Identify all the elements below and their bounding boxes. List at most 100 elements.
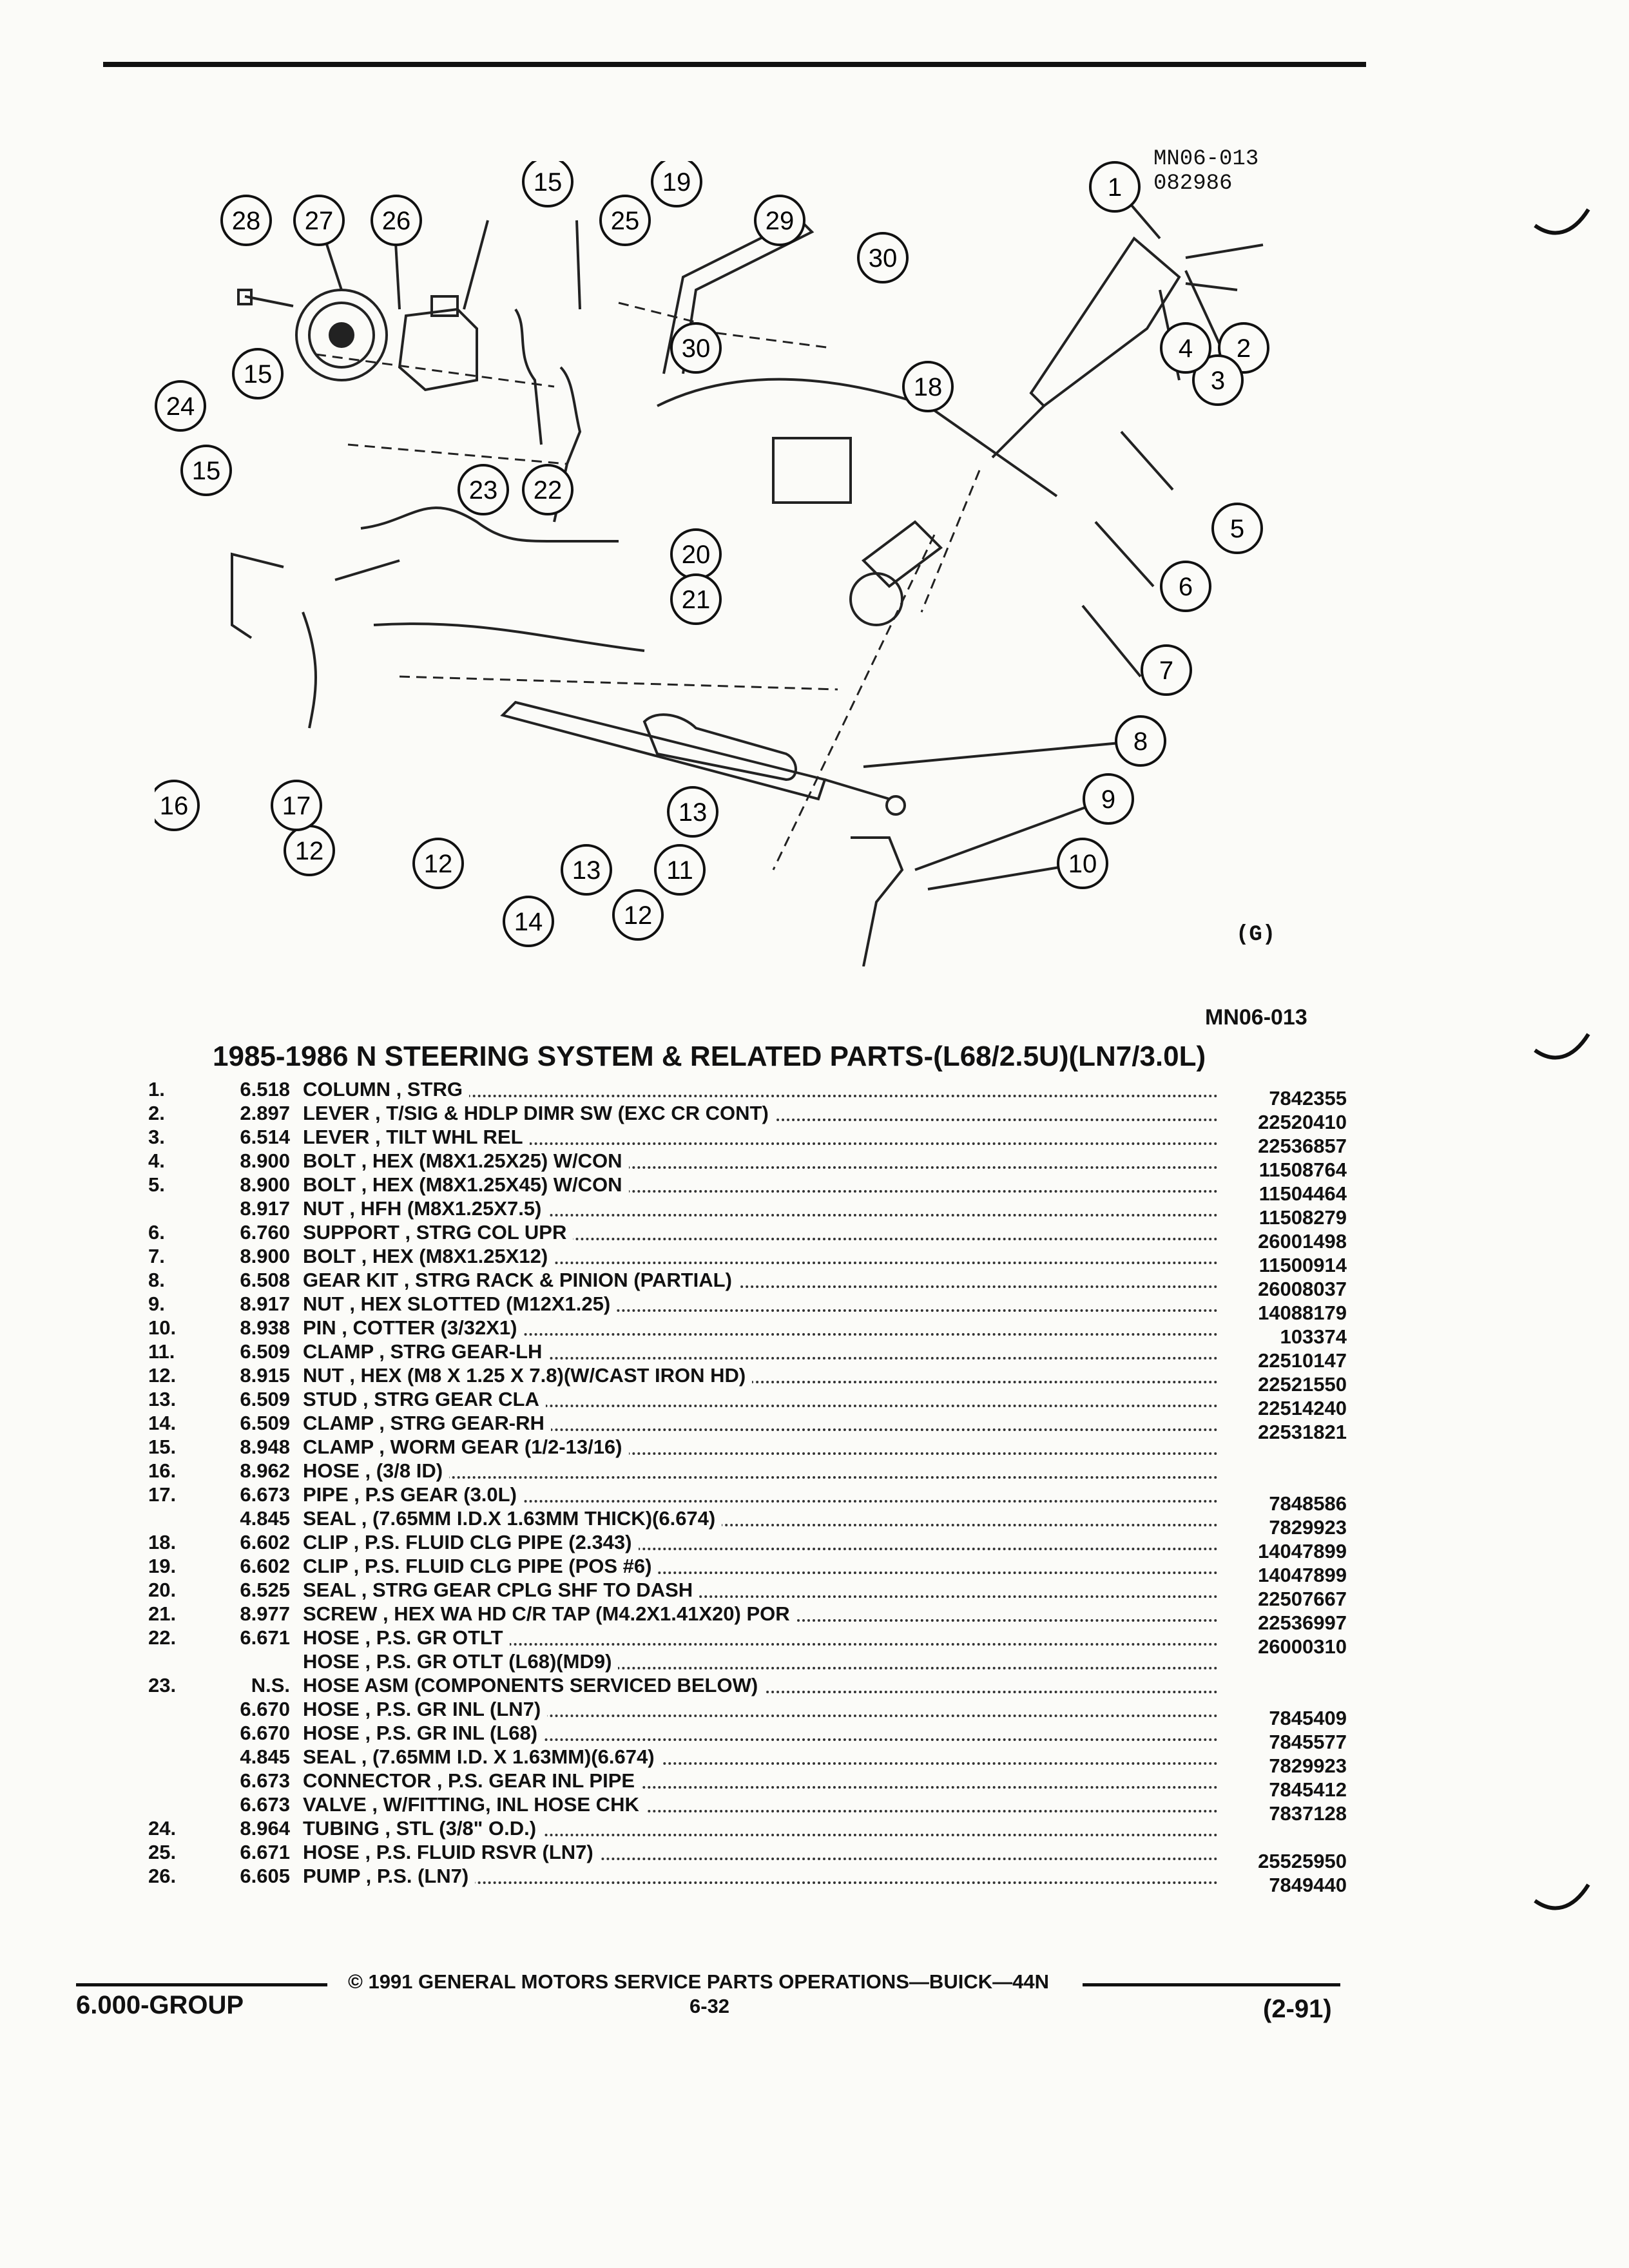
part-description-text: CLIP , P.S. FLUID CLG PIPE (2.343) bbox=[303, 1531, 639, 1553]
callout-label: 7 bbox=[1159, 657, 1173, 685]
group-number: 6.605 bbox=[240, 1865, 290, 1887]
dot-leader bbox=[303, 1643, 1218, 1646]
part-description: SUPPORT , STRG COL UPR bbox=[303, 1220, 574, 1244]
part-index: 22. bbox=[148, 1626, 177, 1649]
callout-11: 11 bbox=[654, 844, 706, 896]
part-description: NUT , HEX (M8 X 1.25 X 7.8)(W/CAST IRON … bbox=[303, 1363, 753, 1387]
group-number: 8.900 bbox=[240, 1245, 290, 1267]
callout-label: 25 bbox=[611, 207, 640, 235]
footer-rule-right bbox=[1083, 1983, 1340, 1986]
callout-label: 29 bbox=[766, 207, 795, 235]
callout-label: 22 bbox=[534, 476, 563, 505]
callout-27: 27 bbox=[293, 195, 345, 246]
part-description-text: SEAL , (7.65MM I.D.X 1.63MM THICK)(6.674… bbox=[303, 1507, 722, 1530]
part-description: SEAL , STRG GEAR CPLG SHF TO DASH bbox=[303, 1578, 700, 1602]
part-description-text: VALVE , W/FITTING, INL HOSE CHK bbox=[303, 1793, 646, 1816]
group-number: 8.962 bbox=[240, 1459, 290, 1482]
part-index: 10. bbox=[148, 1316, 177, 1339]
callout-8: 8 bbox=[1115, 715, 1166, 767]
callout-label: 15 bbox=[192, 457, 221, 485]
part-number: 7848586 bbox=[1269, 1492, 1347, 1515]
callout-5: 5 bbox=[1211, 503, 1263, 554]
callout-label: 1 bbox=[1108, 173, 1122, 202]
callout-label: 13 bbox=[679, 798, 708, 827]
dot-leader bbox=[303, 1405, 1218, 1407]
dot-leader bbox=[303, 1858, 1218, 1860]
callout-label: 6 bbox=[1179, 573, 1193, 601]
callout-label: 23 bbox=[469, 476, 498, 505]
parts-row: 4.845 SEAL , (7.65MM I.D.X 1.63MM THICK)(… bbox=[148, 1506, 1360, 1539]
callout-1: 1 bbox=[1089, 161, 1141, 213]
part-number: 22520410 bbox=[1258, 1111, 1347, 1133]
top-rule bbox=[103, 62, 1366, 67]
part-description-text: PIPE , P.S GEAR (3.0L) bbox=[303, 1483, 523, 1506]
group-number: 8.917 bbox=[240, 1293, 290, 1315]
part-index: 17. bbox=[148, 1483, 177, 1506]
part-description-text: SEAL , STRG GEAR CPLG SHF TO DASH bbox=[303, 1579, 700, 1601]
part-index: 3. bbox=[148, 1126, 165, 1148]
part-number: 11504464 bbox=[1258, 1182, 1347, 1205]
part-index: 6. bbox=[148, 1221, 165, 1244]
part-description-text: COLUMN , STRG bbox=[303, 1078, 469, 1100]
part-description: STUD , STRG GEAR CLA bbox=[303, 1387, 546, 1411]
part-number: 22536857 bbox=[1258, 1135, 1347, 1157]
part-index: 24. bbox=[148, 1817, 177, 1840]
footer-group: 6.000-GROUP bbox=[76, 1991, 244, 2019]
part-index: 21. bbox=[148, 1602, 177, 1625]
callout-6: 6 bbox=[1160, 561, 1211, 612]
callout-24: 24 bbox=[155, 380, 206, 432]
callout-12: 12 bbox=[612, 889, 664, 941]
part-number: 22531821 bbox=[1258, 1421, 1347, 1443]
group-number: 8.964 bbox=[240, 1817, 290, 1840]
group-number: 2.897 bbox=[240, 1102, 290, 1124]
diagram-code-line1: MN06-013 bbox=[1153, 147, 1259, 171]
callout-21: 21 bbox=[670, 573, 722, 625]
callout-label: 21 bbox=[682, 586, 711, 614]
part-description-text: LEVER , T/SIG & HDLP DIMR SW (EXC CR CON… bbox=[303, 1102, 775, 1124]
page-number: 6-32 bbox=[689, 1995, 730, 2017]
dot-leader bbox=[303, 1548, 1218, 1550]
part-description-text: SEAL , (7.65MM I.D. X 1.63MM)(6.674) bbox=[303, 1745, 661, 1768]
dot-leader bbox=[303, 1309, 1218, 1312]
callout-14: 14 bbox=[503, 896, 554, 947]
callout-label: 17 bbox=[282, 792, 311, 820]
callout-20: 20 bbox=[670, 528, 722, 580]
group-number: 6.673 bbox=[240, 1483, 290, 1506]
part-description: SCREW , HEX WA HD C/R TAP (M4.2X1.41X20)… bbox=[303, 1602, 796, 1626]
callout-label: 18 bbox=[914, 373, 943, 401]
part-description: HOSE , P.S. GR OTLT (L68)(MD9) bbox=[303, 1649, 619, 1673]
part-description-text: CLAMP , STRG GEAR-RH bbox=[303, 1412, 551, 1434]
part-description-text: BOLT , HEX (M8X1.25X12) bbox=[303, 1245, 555, 1267]
part-description-text: CLIP , P.S. FLUID CLG PIPE (POS #6) bbox=[303, 1555, 659, 1577]
dot-leader bbox=[303, 1214, 1218, 1216]
part-description: CLAMP , STRG GEAR-LH bbox=[303, 1340, 549, 1363]
part-number: 22514240 bbox=[1258, 1397, 1347, 1419]
group-number: 4.845 bbox=[240, 1745, 290, 1768]
part-description: CONNECTOR , P.S. GEAR INL PIPE bbox=[303, 1769, 642, 1792]
callout-19: 19 bbox=[651, 161, 702, 207]
callout-22: 22 bbox=[522, 464, 574, 515]
part-number: 22521550 bbox=[1258, 1373, 1347, 1396]
callout-label: 3 bbox=[1211, 367, 1225, 395]
part-description-text: CONNECTOR , P.S. GEAR INL PIPE bbox=[303, 1769, 642, 1792]
diagram-code-line2: 082986 bbox=[1153, 171, 1233, 196]
margin-mark bbox=[1534, 1033, 1590, 1060]
part-description: COLUMN , STRG bbox=[303, 1077, 469, 1101]
group-number: 4.845 bbox=[240, 1507, 290, 1530]
dot-leader bbox=[303, 1500, 1218, 1503]
callout-23: 23 bbox=[458, 464, 509, 515]
part-description-text: HOSE , P.S. GR OTLT (L68)(MD9) bbox=[303, 1650, 619, 1673]
callout-label: 11 bbox=[666, 856, 693, 885]
part-description-text: GEAR KIT , STRG RACK & PINION (PARTIAL) bbox=[303, 1269, 738, 1291]
